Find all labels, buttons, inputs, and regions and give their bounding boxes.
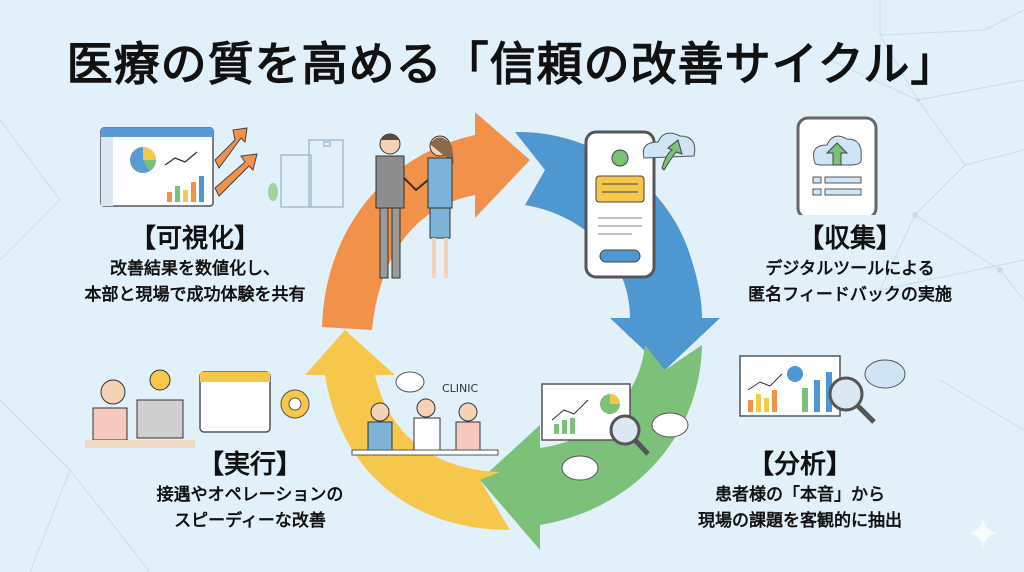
stage-execute-line-2: スピーディーな改善 [174,511,326,531]
stage-analyze-line-2: 現場の課題を客観的に抽出 [698,511,902,531]
stage-analyze-heading: 【分析】 [747,450,852,480]
dashboard-chart-icon [100,127,344,208]
stage-collect-heading: 【収集】 [797,224,902,254]
clinic-staff-icon: CLINIC [351,371,499,456]
stage-analyze-line-1: 患者様の「本音」から [715,485,885,505]
stage-visualize-line-2: 本部と現場で成功体験を共有 [84,285,306,305]
sparkle-icon [968,518,998,548]
cycle-arrow-execute [305,330,510,530]
magnifier-report-icon [739,355,906,424]
cycle-arrow-visualize [322,112,530,330]
stage-visualize-heading: 【可視化】 [129,224,260,254]
handshake-people-icon [375,133,454,279]
smartphone-cloud-upload-icon [796,116,878,215]
stage-execute: 【実行】 接遇やオペレーションの スピーディーな改善 [100,448,400,534]
page-title: 医療の質を高める「信頼の改善サイクル」 [66,37,958,91]
smartphone-feedback-icon [584,130,696,279]
stage-execute-line-1: 接遇やオペレーションの [156,485,344,505]
stage-collect-line-1: デジタルツールによる [765,259,935,279]
stage-visualize-line-1: 改善結果を数値化し、 [110,259,280,279]
stage-collect: 【収集】 デジタルツールによる 匿名フィードバックの実施 [700,222,1000,308]
stage-execute-heading: 【実行】 [197,450,302,480]
stage-analyze: 【分析】 患者様の「本音」から 現場の課題を客観的に抽出 [650,448,950,534]
cycle-arrow-analyze [480,345,702,550]
stage-visualize: 【可視化】 改善結果を数値化し、 本部と現場で成功体験を共有 [40,222,350,308]
analysis-report-icon [541,383,689,481]
calendar-gear-icon [85,369,310,448]
clinic-sign: CLINIC [442,382,479,395]
stage-collect-line-2: 匿名フィードバックの実施 [748,285,952,305]
